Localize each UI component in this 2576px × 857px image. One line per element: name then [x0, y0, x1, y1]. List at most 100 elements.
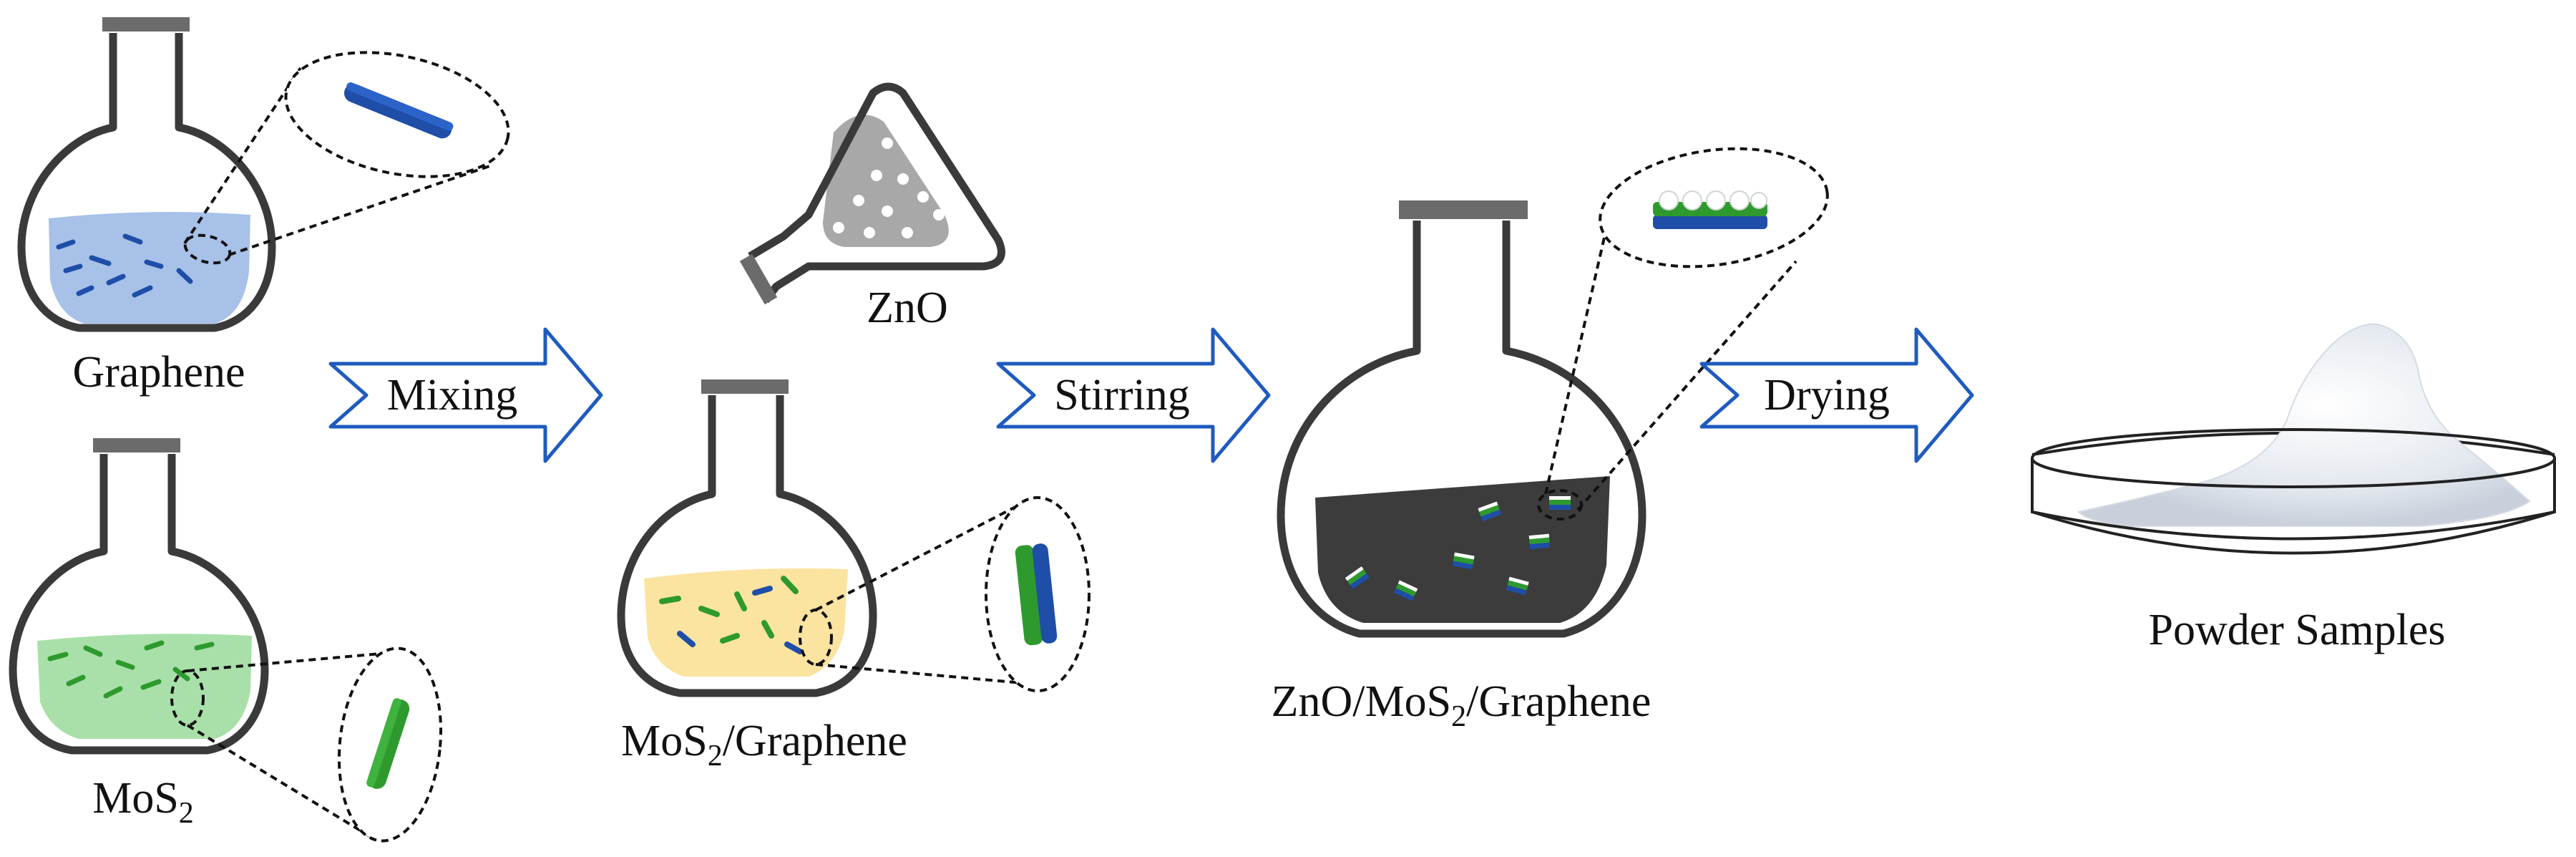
zno-particle [1729, 190, 1750, 210]
mixing-arrow-shape [328, 327, 603, 463]
stirring-arrow-shape [996, 327, 1271, 463]
zno-particle [1706, 190, 1726, 210]
mos2-graphene-label: MoS2/Graphene [621, 717, 907, 773]
graphene-flake [89, 255, 112, 266]
petri-dish-base [2031, 510, 2555, 555]
mos2-flask-stopper [93, 438, 180, 452]
mixed-flakes [659, 576, 803, 654]
zno-particles [833, 137, 965, 242]
zno-particle [897, 173, 909, 185]
mixed-flake [720, 633, 740, 644]
mixed-flake [698, 606, 720, 617]
composite-flake [1345, 566, 1370, 589]
composite-sheet-icon [1653, 190, 1767, 229]
graphene-flask-outline [17, 33, 276, 332]
mos2-graphene-flask-outline [617, 395, 877, 697]
mos2-flake [66, 674, 86, 687]
zno-funnel-spout [739, 253, 778, 305]
mixed-flake [734, 591, 747, 611]
mos2-flake [47, 652, 69, 662]
zno-particle [1659, 190, 1679, 210]
mos2-graphene-flask-liquid [644, 568, 848, 677]
composite-flakes [1345, 496, 1571, 601]
mos2-graphene-flask [617, 379, 1091, 697]
graphene-zoom-line [183, 67, 302, 245]
graphene-flake [144, 259, 164, 269]
zno-particle [882, 205, 893, 217]
composite-label: ZnO/MoS2/Graphene [1272, 677, 1652, 733]
composite-zoom-line [1576, 260, 1797, 511]
graphene-flake [63, 263, 83, 273]
graphene-flask [17, 17, 510, 332]
mos2-sheet-icon [366, 698, 410, 789]
drying-arrow: Drying [1699, 327, 1974, 463]
graphene-flake [132, 285, 153, 298]
drying-arrow-shape [1699, 327, 1974, 463]
mixing-arrow: Mixing [328, 327, 603, 463]
zno-funnel-fill [823, 115, 949, 247]
mos2-flake [172, 667, 190, 682]
mixed-flake [677, 631, 696, 647]
mos2-flask [9, 438, 443, 843]
mixing-label: Mixing [387, 371, 518, 420]
powder-pile [2077, 323, 2531, 527]
graphene-flask-liquid [49, 212, 250, 324]
graphene-flake [122, 233, 143, 245]
mos2-flake [194, 641, 215, 651]
composite-flake [1549, 496, 1571, 510]
zno-particle [953, 231, 965, 242]
composite-flask [1277, 147, 1829, 638]
zno-particle [902, 227, 913, 238]
graphene-label: Graphene [73, 348, 245, 397]
mixed-flake [781, 576, 799, 594]
zno-label: ZnO [867, 284, 948, 332]
mos2-graphene-sheet-icon [1015, 543, 1058, 646]
composite-flask-liquid [1315, 476, 1610, 623]
mos2-flake [103, 686, 123, 699]
zno-particle [871, 170, 882, 181]
powder-label: Powder Samples [2148, 606, 2445, 654]
graphene-flake [106, 273, 126, 286]
zno-particle [882, 137, 893, 149]
graphene-flake [176, 268, 193, 284]
zno-particle [833, 222, 844, 233]
mixed-flake [761, 620, 774, 639]
mixed-flake [784, 641, 803, 654]
composite-flake [1452, 552, 1475, 570]
stirring-arrow: Stirring [996, 327, 1271, 463]
graphene-zoom-line [228, 163, 494, 256]
zno-funnel [739, 82, 1005, 305]
composite-flake [1506, 576, 1529, 596]
zno-particle [1682, 190, 1702, 210]
mixed-flake [659, 596, 681, 604]
composite-zoom-line [1544, 196, 1615, 495]
petri-dish-wall [2031, 458, 2556, 541]
composite-flask-stopper [1399, 200, 1528, 219]
stirring-label: Stirring [1054, 371, 1189, 420]
graphene-flask-stopper [102, 17, 190, 32]
composite-flake [1528, 533, 1551, 550]
zno-particle [933, 209, 945, 221]
composite-flask-outline [1277, 221, 1646, 638]
zno-particle [853, 195, 864, 206]
mos2-graphene-zoom-line [815, 503, 1020, 611]
mixed-flake [752, 586, 773, 596]
mos2-flake [115, 659, 135, 670]
mos2-label: MoS2 [92, 774, 194, 830]
graphene-sheet-icon [344, 82, 454, 139]
composite-flake [1393, 580, 1418, 601]
composite-flake [1478, 501, 1502, 521]
mos2-flake [83, 645, 103, 657]
zno-particle [917, 191, 929, 203]
graphene-flake [56, 239, 76, 250]
mos2-flake [144, 640, 165, 651]
zno-particle [1750, 192, 1767, 209]
graphene-flakes [56, 233, 193, 298]
graphene-flake [76, 285, 94, 296]
mos2-graphene-flask-stopper [701, 379, 789, 394]
drying-label: Drying [1764, 371, 1890, 420]
mos2-flakes [47, 640, 215, 699]
powder-dish [2031, 323, 2556, 555]
zno-funnel-outline [748, 82, 1005, 304]
